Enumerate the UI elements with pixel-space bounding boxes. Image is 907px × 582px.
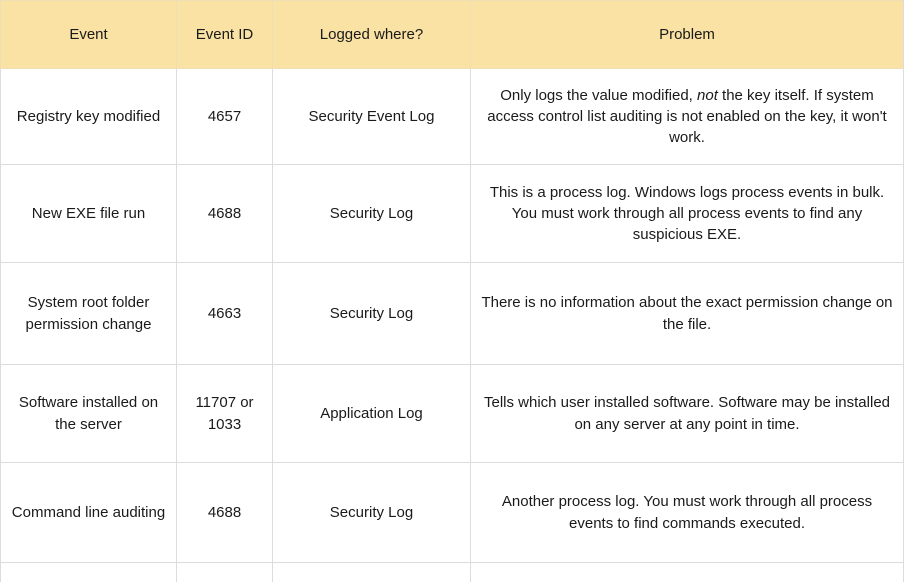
cell-event-id: 4657 (176, 68, 273, 165)
cell-event-id: 4688 (176, 462, 273, 563)
cell-event: New EXE file run (0, 164, 177, 263)
cell-event-id: 4663 (176, 262, 273, 365)
column-header-event: Event (0, 0, 177, 69)
column-header-problem: Problem (470, 0, 904, 69)
table-row: Registry key modified 4657 Security Even… (0, 68, 904, 165)
table-body: Registry key modified 4657 Security Even… (0, 68, 904, 582)
cell-logged-where: Application Log (272, 364, 471, 463)
cell-problem: Tells which user installed software. Sof… (470, 364, 904, 463)
cell-problem: Legitimate services or admins may use Po… (470, 562, 904, 582)
cell-logged-where: Applications and Services Logs > Microso… (272, 562, 471, 582)
cell-event-id: 4688 (176, 164, 273, 263)
cell-event: PowerShell logging (0, 562, 177, 582)
table-header: Event Event ID Logged where? Problem (0, 0, 904, 69)
table-row: System root folder permission change 466… (0, 262, 904, 365)
cell-logged-where: Security Event Log (272, 68, 471, 165)
header-row: Event Event ID Logged where? Problem (0, 0, 904, 69)
column-header-logged-where: Logged where? (272, 0, 471, 69)
problem-text-emphasis: not (697, 86, 718, 104)
cell-problem: Another process log. You must work throu… (470, 462, 904, 563)
cell-logged-where: Security Log (272, 262, 471, 365)
problem-text-pre: Only logs the value modified, (500, 86, 698, 104)
table-row: Software installed on the server 11707 o… (0, 364, 904, 463)
table-row: New EXE file run 4688 Security Log This … (0, 164, 904, 263)
problem-text-post: the key itself. If system access control… (487, 86, 887, 147)
table-row: PowerShell logging Verbose logs Applicat… (0, 562, 904, 582)
table-row: Command line auditing 4688 Security Log … (0, 462, 904, 563)
cell-event: Software installed on the server (0, 364, 177, 463)
cell-event: Command line auditing (0, 462, 177, 563)
cell-logged-where: Security Log (272, 462, 471, 563)
cell-logged-where: Security Log (272, 164, 471, 263)
problem-text: Only logs the value modified, not the ke… (481, 85, 893, 149)
cell-problem: There is no information about the exact … (470, 262, 904, 365)
cell-problem: This is a process log. Windows logs proc… (470, 164, 904, 263)
cell-event: System root folder permission change (0, 262, 177, 365)
cell-event: Registry key modified (0, 68, 177, 165)
cell-problem: Only logs the value modified, not the ke… (470, 68, 904, 165)
column-header-event-id: Event ID (176, 0, 273, 69)
cell-event-id: 11707 or 1033 (176, 364, 273, 463)
cell-event-id: Verbose logs (176, 562, 273, 582)
